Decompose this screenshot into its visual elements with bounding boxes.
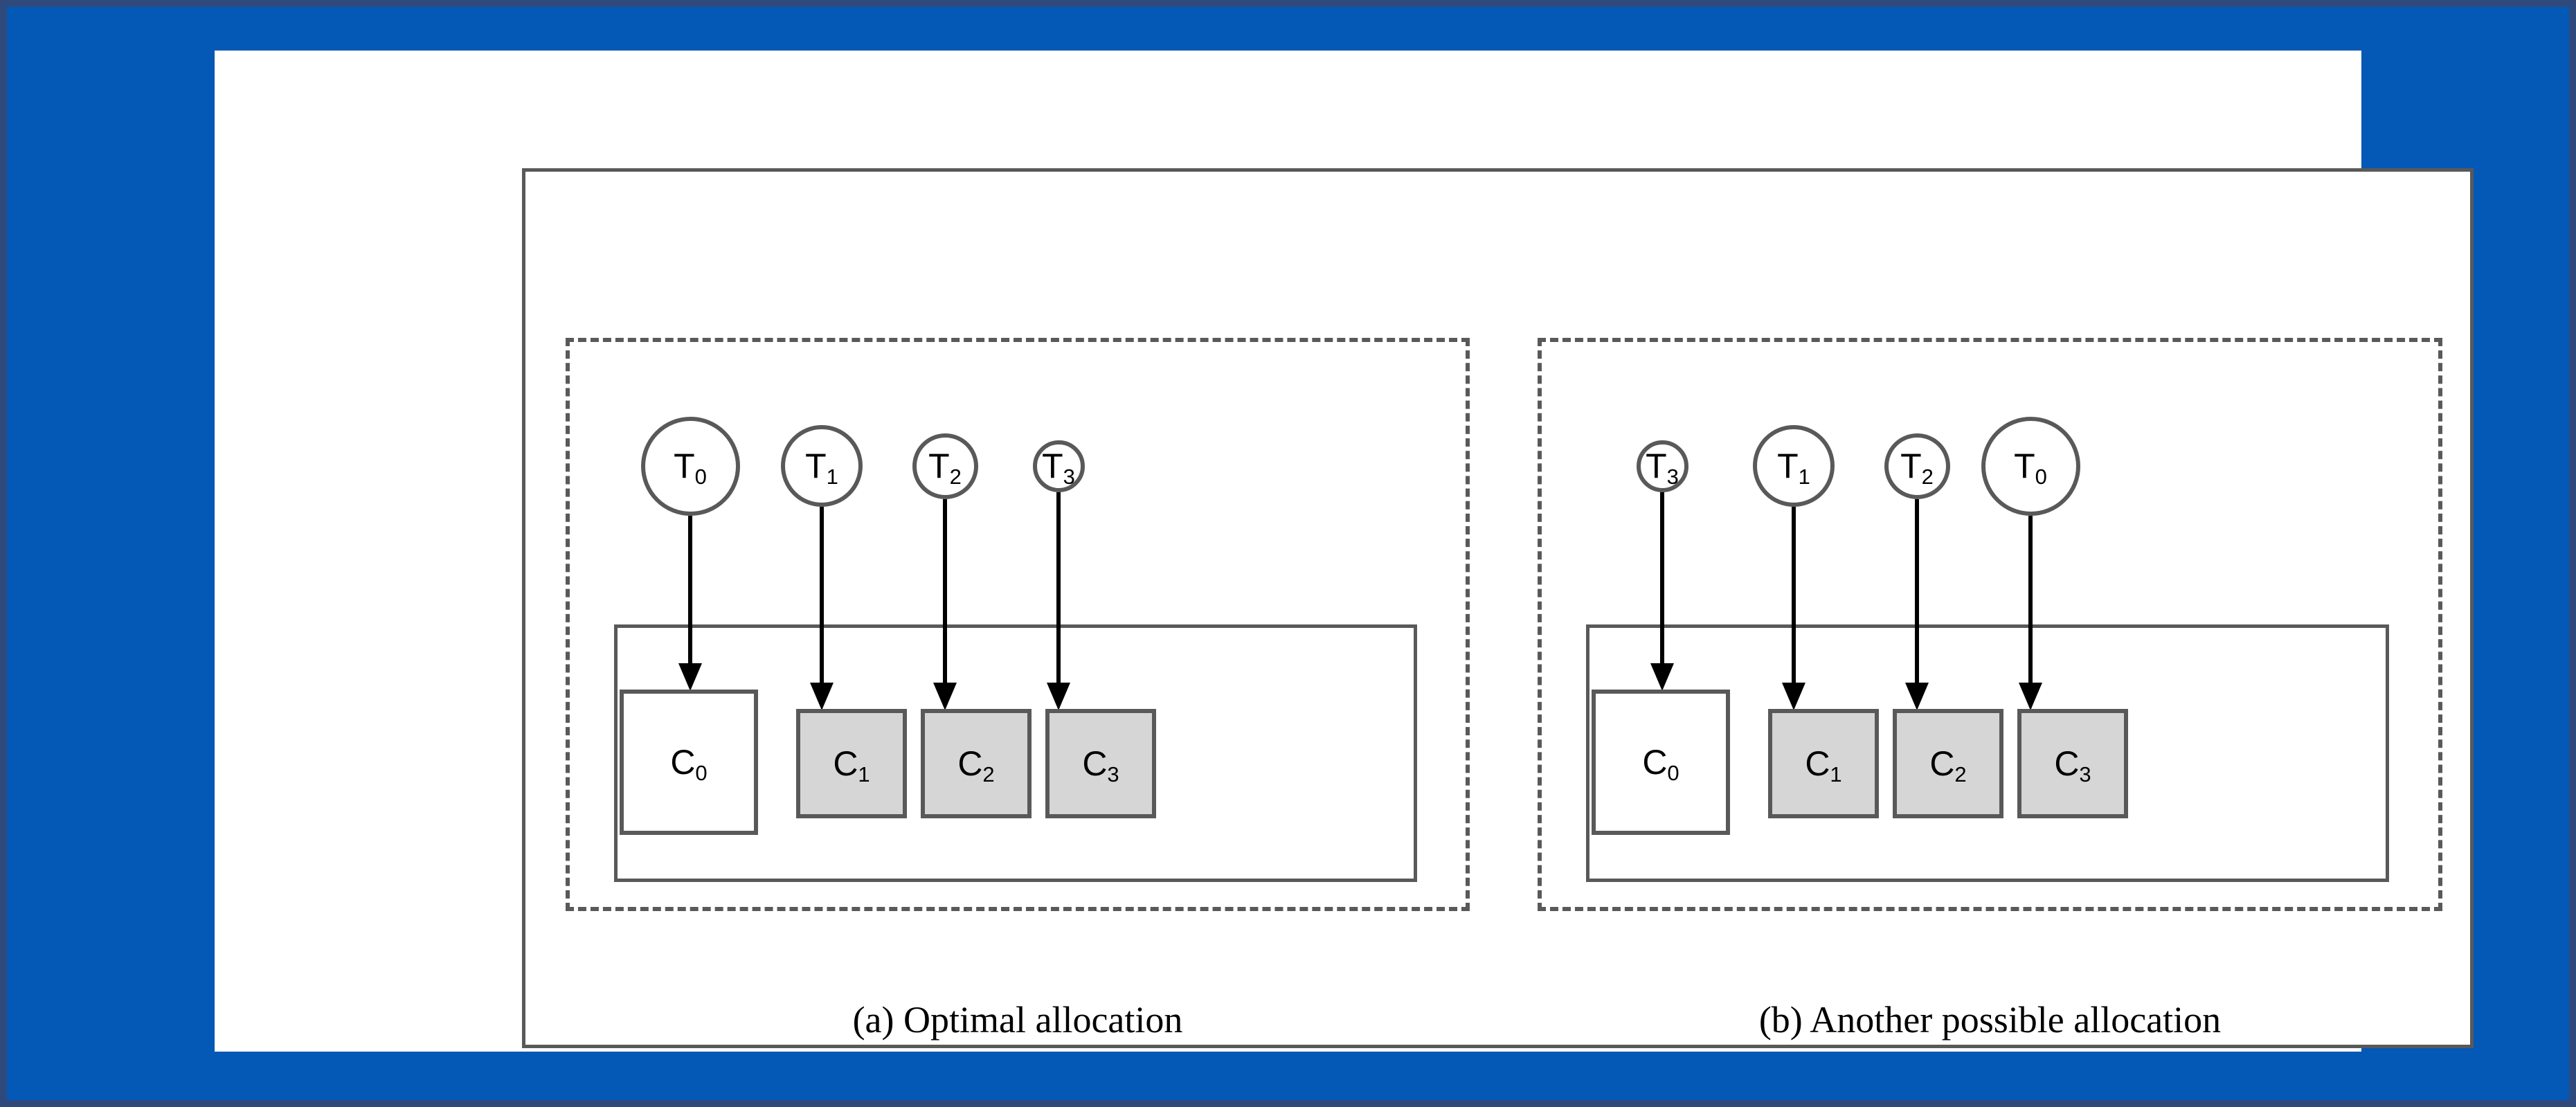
allocation-arrow-head	[1650, 663, 1674, 691]
core-label: C0	[1642, 743, 1679, 785]
task-label: T0	[2014, 447, 2047, 489]
task-label: T2	[928, 447, 962, 489]
panel-caption-b: (b) Another possible allocation	[1758, 999, 2222, 1041]
allocation-arrow-shaft	[1792, 507, 1796, 685]
core-node-c1: C1	[1768, 709, 1879, 818]
core-label: C0	[670, 743, 708, 785]
core-node-c0: C0	[620, 690, 758, 835]
panel-caption-a: (a) Optimal allocation	[852, 999, 1183, 1041]
task-label: T3	[1042, 447, 1075, 489]
task-node-t0: T0	[640, 416, 740, 516]
task-label: T1	[805, 447, 838, 489]
allocation-arrow-head	[1047, 683, 1070, 710]
core-node-c1: C1	[796, 709, 907, 818]
task-node-t3: T3	[1636, 440, 1688, 492]
task-label: T3	[1646, 447, 1679, 489]
machine-boundary-dashed-a	[566, 338, 1470, 911]
allocation-arrow-shaft	[2028, 515, 2033, 685]
core-label: C2	[957, 744, 995, 786]
task-node-t3: T3	[1032, 440, 1085, 492]
core-label: C1	[1805, 744, 1842, 786]
allocation-arrow-shaft	[1056, 492, 1061, 685]
core-label: C2	[1929, 744, 1967, 786]
core-node-c0: C0	[1592, 690, 1730, 835]
task-label: T1	[1777, 447, 1810, 489]
core-label: C3	[1082, 744, 1119, 786]
allocation-arrow-head	[1782, 683, 1805, 710]
allocation-arrow-head	[2019, 683, 2042, 710]
allocation-arrow-shaft	[820, 507, 824, 685]
allocation-arrow-shaft	[688, 515, 692, 666]
allocation-arrow-shaft	[943, 498, 947, 685]
allocation-arrow-head	[933, 683, 957, 710]
task-node-t0: T0	[1981, 416, 2080, 516]
allocation-arrow-head	[678, 663, 702, 691]
allocation-arrow-shaft	[1915, 498, 1919, 685]
task-node-t2: T2	[912, 433, 978, 499]
task-node-t1: T1	[1753, 425, 1835, 507]
core-node-c2: C2	[1893, 709, 2003, 818]
allocation-arrow-shaft	[1660, 492, 1664, 666]
core-node-c3: C3	[2017, 709, 2128, 818]
task-label: T2	[1900, 447, 1934, 489]
core-label: C1	[833, 744, 870, 786]
machine-boundary-dashed-b	[1538, 338, 2442, 911]
task-label: T0	[674, 447, 707, 489]
allocation-arrow-head	[810, 683, 834, 710]
core-node-c2: C2	[921, 709, 1032, 818]
task-node-t1: T1	[781, 425, 863, 507]
task-node-t2: T2	[1884, 433, 1950, 499]
allocation-arrow-head	[1905, 683, 1929, 710]
core-label: C3	[2054, 744, 2091, 786]
core-node-c3: C3	[1045, 709, 1156, 818]
